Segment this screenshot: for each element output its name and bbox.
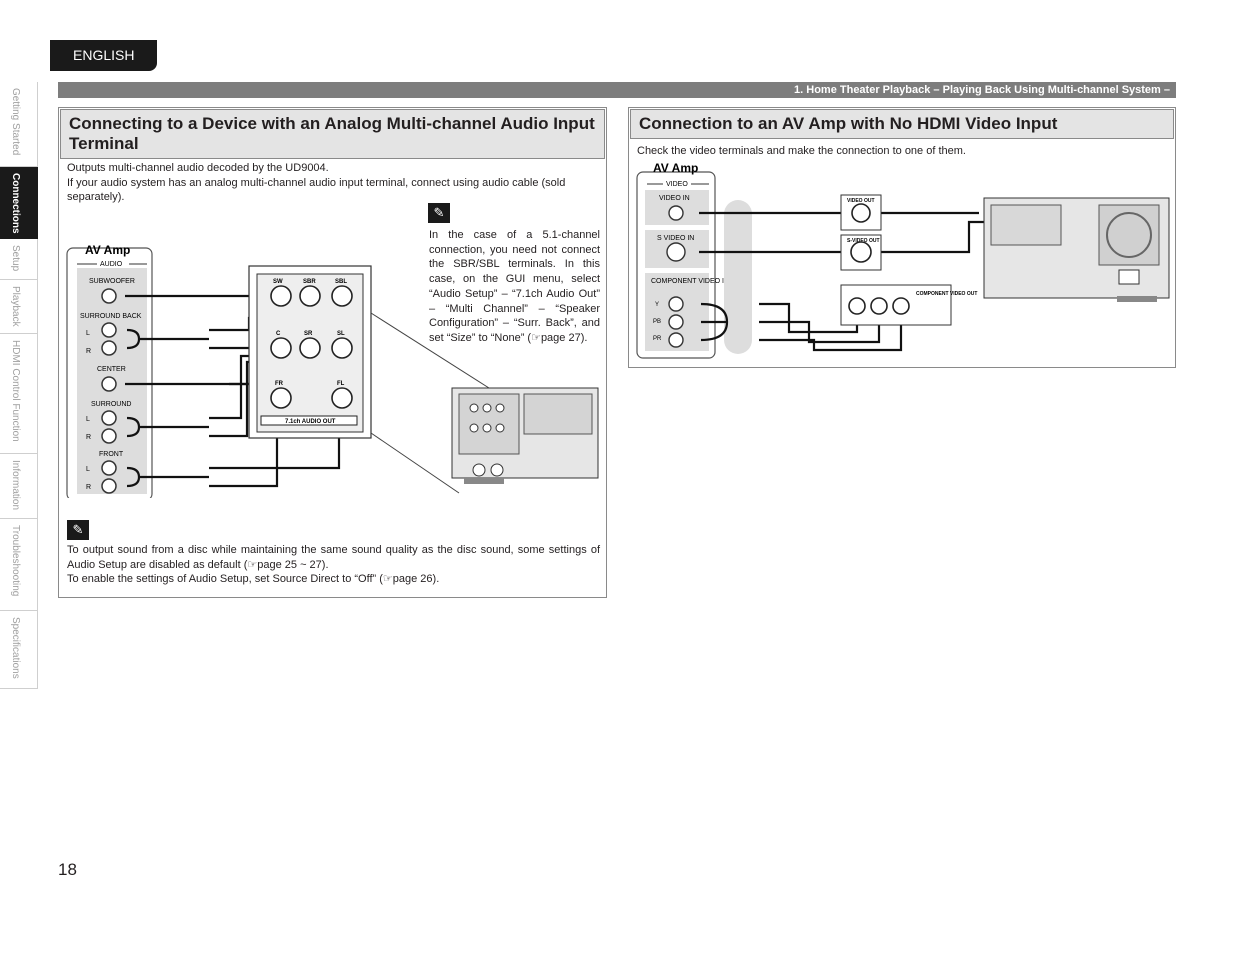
term-sbr: SBR	[303, 279, 316, 285]
comp-pb: PB	[653, 319, 661, 325]
tab-playback[interactable]: Playback	[0, 280, 38, 334]
lr-right: R	[86, 484, 91, 491]
lr-left: L	[86, 466, 90, 473]
tab-information[interactable]: Information	[0, 454, 38, 519]
side-tabs: Getting Started Connections Setup Playba…	[0, 82, 38, 689]
video-group-label: VIDEO	[666, 181, 688, 188]
channel-subwoofer: SUBWOOFER	[89, 278, 135, 285]
lr-left: L	[86, 416, 90, 423]
note-pencil-icon: ✎	[428, 203, 450, 223]
section-intro: Outputs multi-channel audio decoded by t…	[67, 161, 600, 205]
no-hdmi-video-section: Connection to an AV Amp with No HDMI Vid…	[628, 107, 1176, 368]
intro-line-2: If your audio system has an analog multi…	[67, 176, 566, 204]
page-number: 18	[58, 860, 77, 879]
channel-front: FRONT	[99, 451, 124, 458]
note-pencil-icon: ✎	[67, 520, 89, 540]
player-out-label: 7.1ch AUDIO OUT	[285, 419, 336, 425]
channel-surround: SURROUND	[91, 401, 131, 408]
channel-center: CENTER	[97, 366, 126, 373]
lr-right: R	[86, 434, 91, 441]
section-title: Connecting to a Device with an Analog Mu…	[60, 109, 605, 159]
lr-left: L	[86, 330, 90, 337]
note-text-5-1ch: In the case of a 5.1-channel connection,…	[429, 229, 600, 344]
av-amp-box	[636, 171, 716, 359]
av-amp-box	[66, 247, 153, 498]
term-c: C	[276, 331, 281, 337]
section-title: Connection to an AV Amp with No HDMI Vid…	[630, 109, 1174, 139]
term-fr: FR	[275, 381, 284, 387]
tab-troubleshooting[interactable]: Troubleshooting	[0, 519, 38, 611]
comp-y: Y	[655, 302, 659, 308]
analog-multichannel-section: Connecting to a Device with an Analog Mu…	[58, 107, 607, 598]
lr-right: R	[86, 348, 91, 355]
channel-surround-back: SURROUND BACK	[80, 313, 142, 320]
language-badge: ENGLISH	[50, 40, 157, 71]
input-video-in: VIDEO IN	[659, 195, 690, 202]
intro-line-1: Outputs multi-channel audio decoded by t…	[67, 162, 329, 174]
note-source-direct: To output sound from a disc while mainta…	[67, 543, 600, 587]
input-s-video-in: S VIDEO IN	[657, 235, 694, 242]
input-component-video-in: COMPONENT VIDEO IN	[651, 278, 729, 285]
av-amp-label: AV Amp	[653, 161, 698, 175]
av-amp-label: AV Amp	[85, 243, 130, 257]
term-fl: FL	[337, 381, 345, 387]
breadcrumb: 1. Home Theater Playback – Playing Back …	[58, 82, 1176, 98]
player-s-video-out: S-VIDEO OUT	[847, 238, 880, 244]
term-sbl: SBL	[335, 279, 347, 285]
tab-specifications[interactable]: Specifications	[0, 611, 38, 689]
term-sr: SR	[304, 331, 313, 337]
term-sw: SW	[273, 279, 283, 285]
term-sl: SL	[337, 331, 345, 337]
comp-pr: PR	[653, 336, 662, 342]
tab-getting-started[interactable]: Getting Started	[0, 82, 38, 167]
note2-line-1: To output sound from a disc while mainta…	[67, 544, 600, 571]
tab-setup[interactable]: Setup	[0, 239, 38, 280]
tab-connections[interactable]: Connections	[0, 167, 38, 239]
audio-connection-diagram: AV Amp AUDIO SUBWOOFER SURROUND BACK CEN…	[66, 243, 599, 498]
player-video-out: VIDEO OUT	[847, 198, 875, 204]
section-intro: Check the video terminals and make the c…	[637, 145, 966, 157]
audio-group-label: AUDIO	[100, 261, 123, 268]
note2-line-2: To enable the settings of Audio Setup, s…	[67, 573, 440, 585]
video-connection-diagram: AV Amp VIDEO VIDEO IN S VIDEO IN COMPONE…	[636, 161, 1170, 359]
player-component-out: COMPONENT VIDEO OUT	[916, 291, 977, 297]
tab-hdmi-control-function[interactable]: HDMI Control Function	[0, 334, 38, 454]
